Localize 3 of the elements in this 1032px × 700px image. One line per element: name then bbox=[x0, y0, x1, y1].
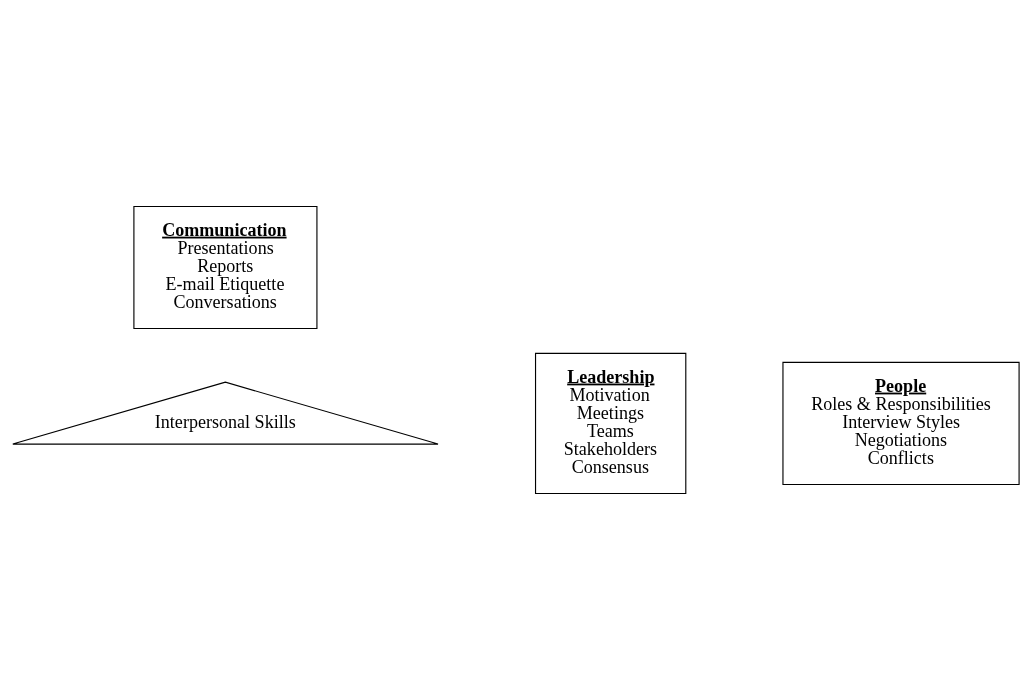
node-box: Communication Presentations Reports E-mail Etiquette Conversations bbox=[133, 205, 318, 330]
node-box: Leadership Motivation Meetings Teams Stakeholders Consensus bbox=[534, 352, 687, 495]
node-box: People Roles & Responsibilities Interview Styles Negotiations Conflicts bbox=[782, 361, 1020, 485]
